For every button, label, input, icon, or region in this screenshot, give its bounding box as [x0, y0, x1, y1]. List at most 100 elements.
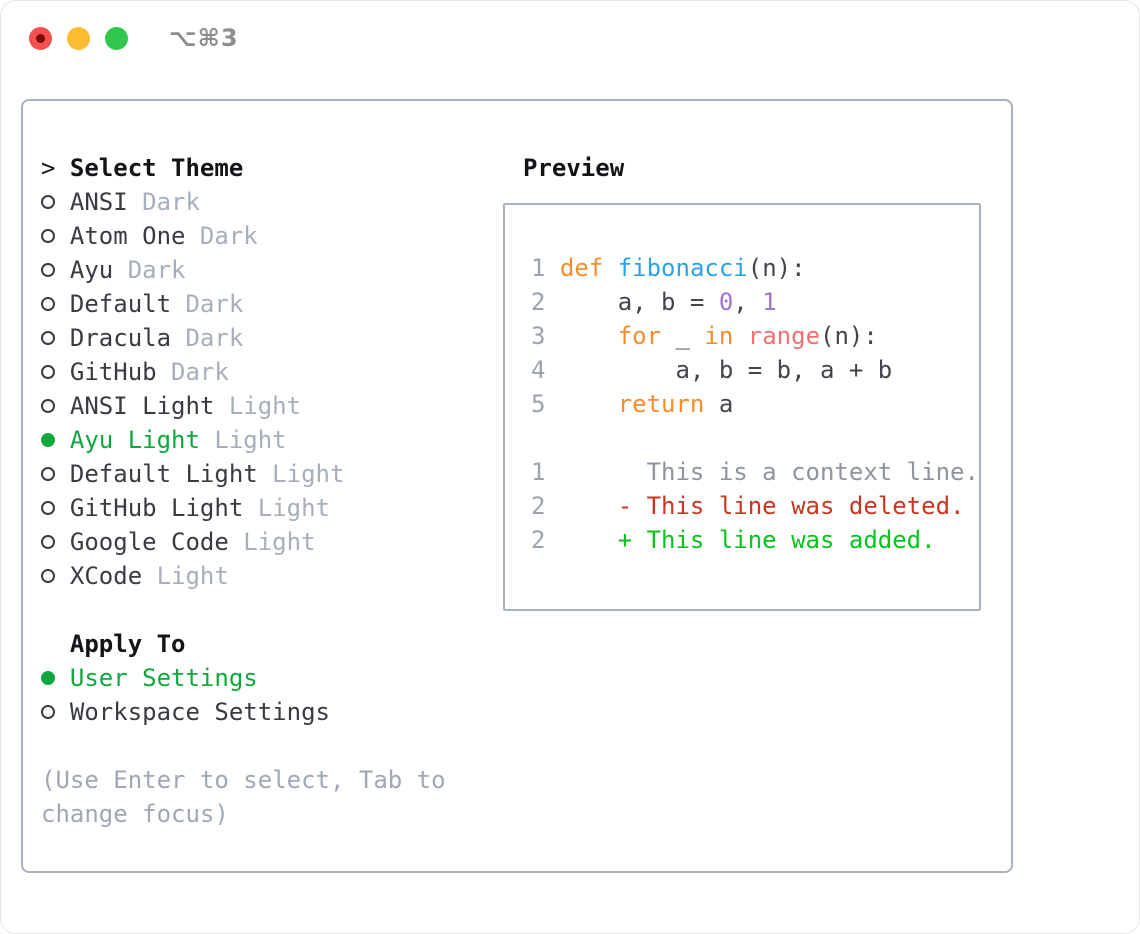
- radio-icon: [41, 297, 55, 311]
- theme-name: GitHub Light: [69, 494, 244, 522]
- code-token: This is a context line.: [559, 458, 979, 486]
- apply-option[interactable]: User Settings: [41, 661, 446, 695]
- theme-name: Google Code: [69, 528, 229, 556]
- select-theme-label: Select Theme: [69, 154, 244, 182]
- theme-name: XCode: [69, 562, 143, 590]
- theme-item[interactable]: Default Light Light: [41, 457, 446, 491]
- line-number: 2: [531, 526, 546, 554]
- code-line: 2 a, b = 0, 1: [531, 285, 979, 319]
- theme-variant-tag: Dark: [127, 256, 186, 284]
- theme-item[interactable]: ANSI Dark: [41, 185, 446, 219]
- line-number: 4: [531, 356, 546, 384]
- theme-variant-tag: Light: [272, 460, 345, 488]
- spacer: [41, 593, 446, 627]
- code-line: 2 - This line was deleted.: [531, 489, 979, 523]
- theme-name: ANSI: [69, 188, 128, 216]
- code-line: 2 + This line was added.: [531, 523, 979, 557]
- select-theme-header: > Select Theme: [41, 151, 446, 185]
- line-number: 3: [531, 322, 546, 350]
- theme-item[interactable]: XCode Light: [41, 559, 446, 593]
- theme-variant-tag: Dark: [185, 324, 244, 352]
- theme-variant-tag: Light: [243, 528, 316, 556]
- theme-item[interactable]: Ayu Light Light: [41, 423, 446, 457]
- theme-item[interactable]: Google Code Light: [41, 525, 446, 559]
- code-token: (n):: [820, 322, 878, 350]
- line-number: 1: [531, 458, 546, 486]
- theme-item[interactable]: ANSI Light Light: [41, 389, 446, 423]
- theme-name: ANSI Light: [69, 392, 215, 420]
- minimize-button[interactable]: [67, 26, 90, 50]
- code-token: [733, 322, 747, 350]
- code-token: _: [661, 322, 705, 350]
- theme-name: Default Light: [69, 460, 258, 488]
- code-token: range: [747, 322, 821, 350]
- radio-icon: [41, 331, 55, 345]
- close-button[interactable]: [29, 26, 52, 50]
- theme-name: Dracula: [69, 324, 172, 352]
- line-number: 2: [531, 492, 546, 520]
- radio-icon: [41, 263, 55, 277]
- apply-option[interactable]: Workspace Settings: [41, 695, 446, 729]
- code-token: + This line was added.: [559, 526, 936, 554]
- theme-variant-tag: Dark: [185, 290, 244, 318]
- radio-icon: [41, 535, 55, 549]
- code-token: a, b =: [559, 288, 719, 316]
- code-line: 4 a, b = b, a + b: [531, 353, 979, 387]
- code-token: (n):: [747, 254, 806, 282]
- code-token: [603, 254, 617, 282]
- code-token: in: [704, 322, 734, 350]
- code-token: fibonacci: [617, 254, 748, 282]
- theme-variant-tag: Light: [156, 562, 229, 590]
- radio-selected-icon: [41, 433, 55, 447]
- code-line: 5 return a: [531, 387, 979, 421]
- code-token: 0: [718, 288, 734, 316]
- window-title-shortcut: ⌥⌘3: [169, 24, 239, 52]
- radio-icon: [41, 501, 55, 515]
- theme-variant-tag: Dark: [142, 188, 200, 216]
- line-number: 1: [531, 254, 546, 282]
- theme-variant-tag: Light: [228, 392, 302, 420]
- radio-icon: [41, 705, 55, 719]
- code-line: 1 This is a context line.: [531, 455, 979, 489]
- theme-variant-tag: Light: [214, 426, 287, 454]
- zoom-button[interactable]: [105, 26, 128, 50]
- code-line: 3 for _ in range(n):: [531, 319, 979, 353]
- code-token: [560, 322, 618, 350]
- theme-variant-tag: Dark: [171, 358, 229, 386]
- line-number: 2: [531, 288, 546, 316]
- preview-header: Preview: [523, 154, 625, 182]
- line-number: 5: [531, 390, 546, 418]
- code-token: a: [704, 390, 734, 418]
- theme-variant-tag: Dark: [199, 222, 258, 250]
- code-token: return: [617, 390, 705, 418]
- theme-name: Ayu Light: [69, 426, 200, 454]
- theme-name: Atom One: [69, 222, 186, 250]
- theme-item[interactable]: Dracula Dark: [41, 321, 446, 355]
- radio-selected-icon: [41, 671, 55, 685]
- radio-icon: [41, 195, 55, 209]
- code-token: - This line was deleted.: [559, 492, 965, 520]
- code-line: [531, 421, 979, 455]
- radio-icon: [41, 365, 55, 379]
- code-token: for: [617, 322, 662, 350]
- spacer: [41, 729, 446, 763]
- titlebar: ⌥⌘3: [29, 24, 239, 52]
- apply-to-label: Apply To: [69, 630, 186, 658]
- prompt-icon: >: [41, 154, 56, 182]
- theme-item[interactable]: Atom One Dark: [41, 219, 446, 253]
- hint-line: change focus): [41, 800, 229, 828]
- code-token: [560, 390, 618, 418]
